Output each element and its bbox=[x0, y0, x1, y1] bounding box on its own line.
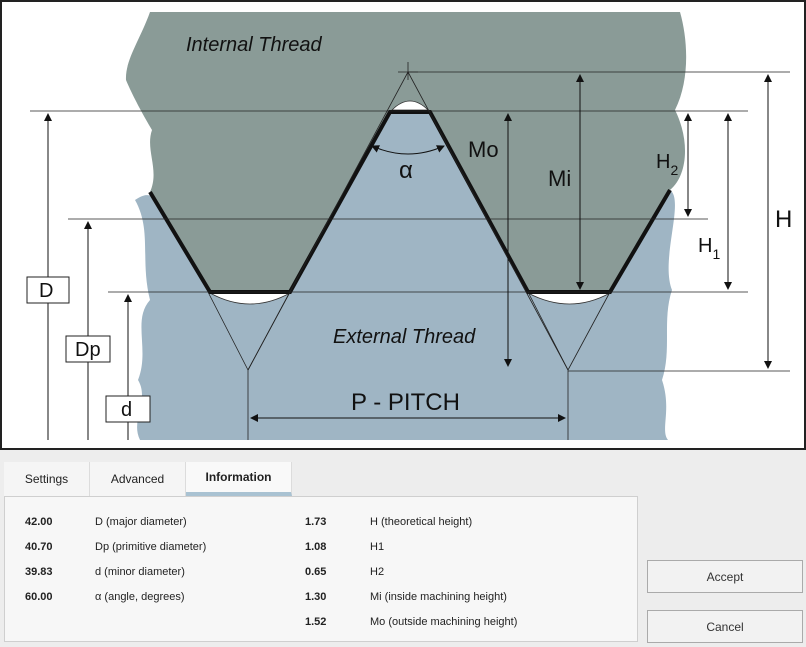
tab-advanced-label: Advanced bbox=[110, 472, 165, 486]
information-panel: 42.00 D (major diameter) 40.70 Dp (primiti… bbox=[4, 496, 638, 642]
tab-advanced[interactable]: Advanced bbox=[90, 462, 186, 496]
accept-button-label: Accept bbox=[706, 569, 744, 584]
tab-bar: Settings Advanced Information bbox=[4, 462, 292, 496]
tab-information[interactable]: Information bbox=[186, 462, 292, 496]
alpha-angle-arc bbox=[371, 145, 445, 155]
info-value: 0.65 bbox=[305, 566, 327, 578]
info-value: 1.30 bbox=[305, 591, 327, 603]
alpha-label: α bbox=[399, 157, 413, 184]
internal-thread-label: Internal Thread bbox=[186, 34, 323, 56]
dp-label: Dp bbox=[75, 339, 101, 361]
label-box-d-minor bbox=[105, 395, 151, 423]
info-value: 1.52 bbox=[305, 616, 327, 628]
label-box-d-major bbox=[26, 276, 70, 304]
tab-settings-label: Settings bbox=[24, 472, 69, 486]
mo-label: Mo bbox=[468, 137, 499, 162]
cancel-button[interactable]: Cancel bbox=[647, 610, 803, 643]
info-label: H (theoretical height) bbox=[370, 516, 473, 528]
info-value: 42.00 bbox=[25, 516, 53, 528]
info-label: D (major diameter) bbox=[95, 516, 187, 528]
mi-label: Mi bbox=[548, 166, 571, 191]
tab-information-label: Information bbox=[205, 470, 272, 484]
tab-settings[interactable]: Settings bbox=[4, 462, 90, 496]
info-label: H2 bbox=[370, 566, 385, 578]
info-label: H1 bbox=[370, 541, 385, 553]
info-value: 1.08 bbox=[305, 541, 327, 553]
info-label: Dp (primitive diameter) bbox=[95, 541, 207, 553]
external-thread-shape bbox=[135, 112, 675, 440]
cancel-button-label: Cancel bbox=[706, 619, 744, 634]
h2-label: H2 bbox=[656, 151, 678, 178]
internal-thread-shape bbox=[125, 12, 687, 292]
info-value: 60.00 bbox=[25, 591, 53, 603]
thread-diagram: Internal Thread External Thread α Mo Mi … bbox=[0, 0, 806, 450]
h-label: H bbox=[775, 206, 792, 233]
info-label: d (minor diameter) bbox=[95, 566, 185, 578]
info-label: Mi (inside machining height) bbox=[370, 591, 507, 603]
d-major-label: D bbox=[39, 280, 53, 302]
info-value: 39.83 bbox=[25, 566, 53, 578]
pitch-label: P - PITCH bbox=[351, 389, 460, 416]
h1-label: H1 bbox=[698, 235, 720, 262]
info-value: 40.70 bbox=[25, 541, 53, 553]
accept-button[interactable]: Accept bbox=[647, 560, 803, 593]
info-label: Mo (outside machining height) bbox=[370, 616, 518, 628]
info-value: 1.73 bbox=[305, 516, 327, 528]
external-thread-label: External Thread bbox=[333, 326, 476, 348]
label-box-dp bbox=[65, 335, 111, 363]
construction-lines bbox=[30, 62, 790, 440]
d-minor-label: d bbox=[121, 399, 132, 421]
info-label: α (angle, degrees) bbox=[95, 591, 185, 603]
